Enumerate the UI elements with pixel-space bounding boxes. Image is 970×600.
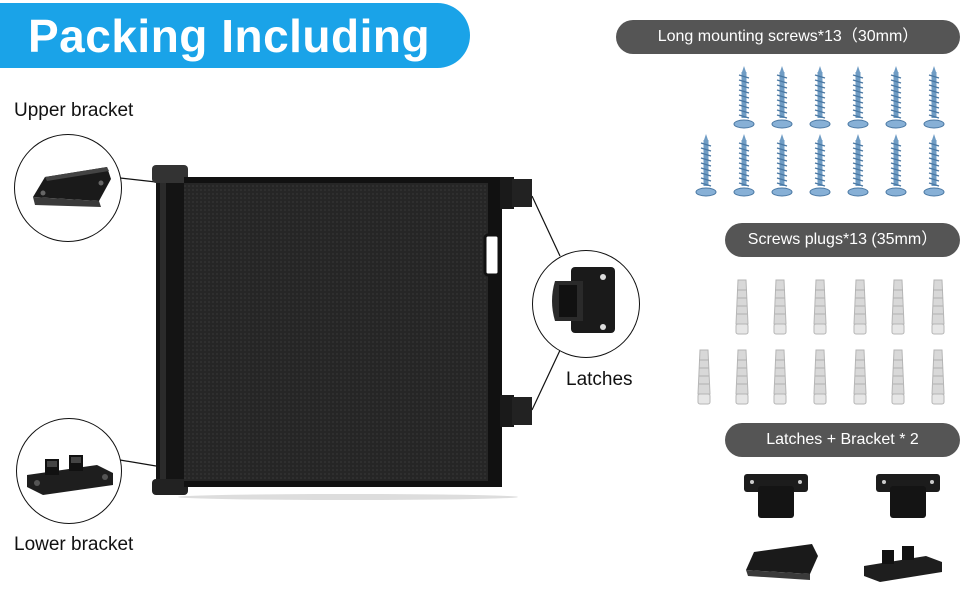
screw-icon: [847, 134, 869, 197]
lower-bracket-icon: [864, 546, 942, 582]
screw-icon: [809, 66, 831, 129]
latches-label: Latches: [566, 369, 633, 390]
lower-bracket-icon: [27, 455, 113, 495]
latches-brackets-label: Latches + Bracket * 2: [766, 431, 919, 448]
screw-icon: [733, 134, 755, 197]
lower-bracket-label: Lower bracket: [14, 534, 134, 555]
upper-bracket-label: Upper bracket: [14, 100, 134, 121]
wall-plug-icon: [931, 279, 945, 335]
screw-icon: [809, 134, 831, 197]
screw-icon: [885, 66, 907, 129]
screws-grid: [695, 66, 945, 197]
screws-pill: Long mounting screws*13（30mm）: [616, 20, 960, 54]
wall-plug-icon: [773, 279, 787, 335]
wall-plug-icon: [735, 279, 749, 335]
screw-icon: [923, 66, 945, 129]
wall-plug-icon: [813, 349, 827, 405]
wall-plug-icon: [891, 349, 905, 405]
wall-plug-icon: [813, 279, 827, 335]
plugs-pill: Screws plugs*13 (35mm）: [725, 223, 960, 257]
lower-bracket-zoom: [16, 418, 122, 524]
retractable-gate: [152, 165, 532, 500]
latch-icon: [552, 267, 615, 333]
wall-plug-icon: [891, 279, 905, 335]
wall-plug-icon: [853, 279, 867, 335]
screw-icon: [771, 134, 793, 197]
screw-icon: [695, 134, 717, 197]
wall-plug-icon: [853, 349, 867, 405]
plugs-grid: [697, 279, 945, 405]
screw-icon: [923, 134, 945, 197]
plugs-label: Screws plugs*13 (35mm）: [747, 231, 938, 248]
latch-icon: [876, 474, 940, 518]
latch-zoom: [532, 250, 640, 358]
page-title: Packing Including: [28, 10, 431, 62]
screw-icon: [733, 66, 755, 129]
wall-plug-icon: [697, 349, 711, 405]
latches-brackets-set: [744, 474, 942, 582]
upper-bracket-icon: [33, 167, 111, 207]
screws-label: Long mounting screws*13（30mm）: [657, 28, 919, 45]
screw-icon: [771, 66, 793, 129]
screw-icon: [885, 134, 907, 197]
latch-icon: [744, 474, 808, 518]
latches-brackets-pill: Latches + Bracket * 2: [725, 423, 960, 457]
wall-plug-icon: [931, 349, 945, 405]
wall-plug-icon: [773, 349, 787, 405]
upper-bracket-zoom: [14, 134, 122, 242]
screw-icon: [847, 66, 869, 129]
wall-plug-icon: [735, 349, 749, 405]
upper-bracket-icon: [746, 544, 818, 580]
title-banner: Packing Including: [0, 3, 470, 68]
